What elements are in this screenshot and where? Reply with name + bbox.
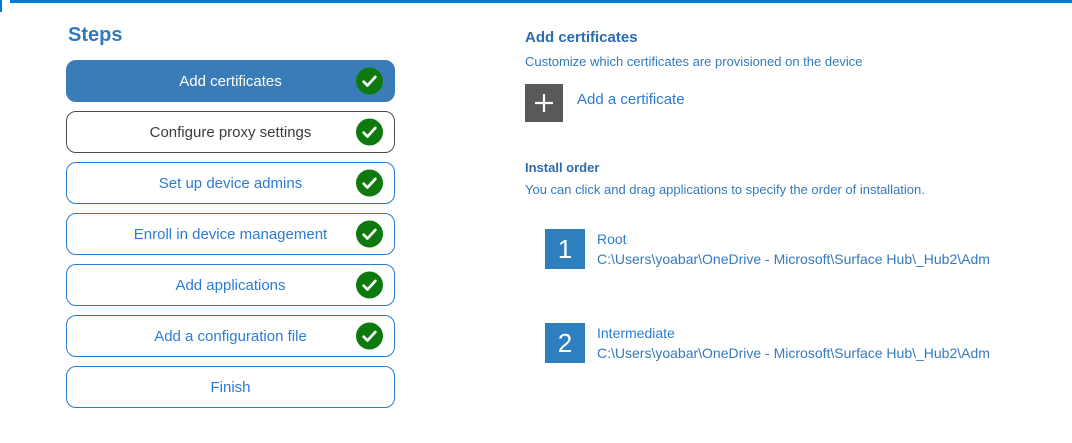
certificate-path: C:\Users\yoabar\OneDrive - Microsoft\Sur… [597,345,990,361]
step-label: Add applications [175,276,286,294]
check-icon [356,118,383,146]
steps-sidebar: Add certificates Configure proxy setting… [66,60,395,408]
install-order-item-1[interactable]: 1 Root C:\Users\yoabar\OneDrive - Micros… [545,229,990,269]
add-certificate-label: Add a certificate [577,91,685,108]
step-add-certificates[interactable]: Add certificates [66,60,395,102]
step-label: Set up device admins [158,174,303,192]
certificate-path: C:\Users\yoabar\OneDrive - Microsoft\Sur… [597,251,990,267]
certificate-info: Intermediate C:\Users\yoabar\OneDrive - … [597,323,990,363]
check-icon [356,322,383,350]
certificate-name: Intermediate [597,325,675,341]
check-icon [356,271,383,299]
step-label: Add a configuration file [154,327,307,345]
certificate-name: Root [597,231,627,247]
step-label: Enroll in device management [133,225,328,243]
add-certificate-button[interactable]: Add a certificate [525,84,685,122]
check-icon [356,67,383,95]
step-set-up-device-admins[interactable]: Set up device admins [66,162,395,204]
page-title: Add certificates [525,29,638,46]
install-order-item-2[interactable]: 2 Intermediate C:\Users\yoabar\OneDrive … [545,323,990,363]
step-enroll-in-device-management[interactable]: Enroll in device management [66,213,395,255]
steps-title: Steps [68,24,123,46]
step-add-applications[interactable]: Add applications [66,264,395,306]
top-accent-sliver [0,0,2,12]
top-accent-bar [10,0,1072,3]
check-icon [356,220,383,248]
step-add-a-configuration-file[interactable]: Add a configuration file [66,315,395,357]
install-order-title: Install order [525,160,600,175]
step-configure-proxy-settings[interactable]: Configure proxy settings [66,111,395,153]
step-finish[interactable]: Finish [66,366,395,408]
install-order-hint: You can click and drag applications to s… [525,182,925,197]
step-label: Finish [210,378,251,396]
step-label: Add certificates [179,72,282,90]
page-subtitle: Customize which certificates are provisi… [525,54,863,69]
order-number-tile: 2 [545,323,585,363]
check-icon [356,169,383,197]
plus-icon [525,84,563,122]
order-number-tile: 1 [545,229,585,269]
step-label: Configure proxy settings [149,123,312,141]
certificate-info: Root C:\Users\yoabar\OneDrive - Microsof… [597,229,990,269]
